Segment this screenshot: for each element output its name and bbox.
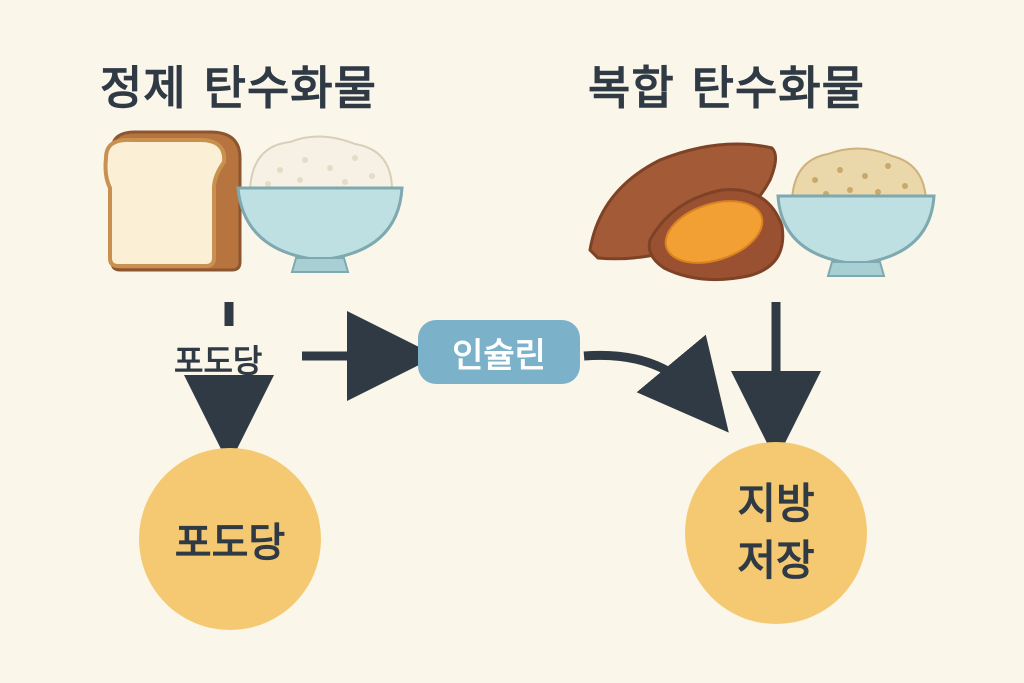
complex-carbs-title: 복합 탄수화물	[588, 61, 865, 115]
insulin-label: 인슐린	[452, 335, 546, 376]
fat-storage-circle: 지방 저장	[685, 442, 867, 624]
fat-storage-line1: 지방	[737, 479, 815, 529]
sweet-potato-icon	[588, 142, 785, 282]
glucose-label: 포도당	[174, 342, 263, 380]
brown-rice-bowl-icon	[776, 147, 936, 277]
insulin-badge: 인슐린	[418, 320, 580, 384]
glucose-result-circle: 포도당	[139, 448, 321, 630]
fat-storage-line2: 저장	[737, 536, 815, 585]
refined-carbs-title: 정제 탄수화물	[100, 61, 377, 115]
insulin-to-fat-arrow	[583, 334, 729, 433]
glucose-result-label: 포도당	[174, 520, 286, 566]
bread-icon	[103, 130, 242, 272]
white-rice-bowl-icon	[236, 135, 404, 273]
